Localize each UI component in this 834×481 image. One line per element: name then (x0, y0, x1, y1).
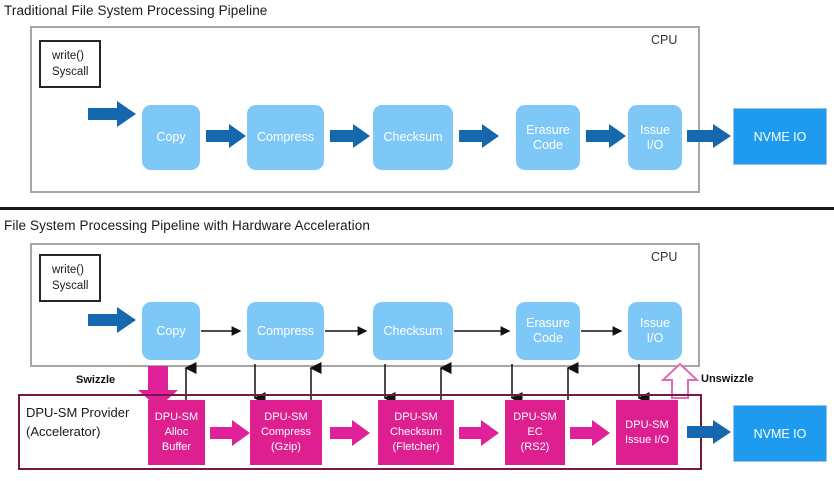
dpu-label-line-3: (Gzip) (271, 440, 301, 453)
dpu-provider-label: DPU-SM Provider (Accelerator) (26, 404, 129, 442)
stage-arrow-2-traditional (330, 124, 370, 148)
stage-label-line-2: I/O (646, 137, 664, 152)
dpu-label-line-3: Buffer (161, 440, 192, 453)
stage-label: Compress (257, 130, 314, 144)
entry-arrow-traditional (88, 101, 136, 127)
stage-label-line-2: Code (533, 331, 563, 345)
nvme-io-box-accelerated[interactable]: NVME IO (733, 405, 827, 462)
stage-issue-io-traditional[interactable]: Issue I/O (628, 105, 682, 170)
dpu-label-line-1: DPU-SM (513, 411, 557, 424)
dpu-label-line-2: Alloc (164, 426, 189, 439)
stage-copy-traditional[interactable]: Copy (142, 105, 200, 170)
unswizzle-label: Unswizzle (701, 373, 754, 385)
syscall-box-accelerated: write() Syscall (39, 254, 101, 302)
stage-label-line-1: Issue (640, 122, 670, 137)
dpu-compress-block[interactable]: DPU-SM Compress (Gzip) (250, 400, 322, 465)
stage-erasure-code-accelerated[interactable]: Erasure Code (516, 302, 580, 360)
section-divider (0, 207, 834, 210)
cpu-frame-traditional (30, 26, 700, 193)
dpu-provider-label-line-2: (Accelerator) (26, 423, 101, 439)
syscall-line-1: write() (52, 50, 84, 62)
stage-label-line-2: Code (533, 137, 563, 152)
stage-compress-accelerated[interactable]: Compress (247, 302, 324, 360)
stage-arrow-1-traditional (206, 124, 246, 148)
dpu-issue-io-block[interactable]: DPU-SM Issue I/O (616, 400, 678, 465)
nvme-arrow-traditional (687, 124, 731, 148)
dpu-label-line-1: DPU-SM (625, 418, 669, 431)
stage-label-line-1: Erasure (526, 122, 570, 137)
dpu-arrow-4 (570, 420, 610, 446)
nvme-arrow-accelerated (687, 420, 731, 444)
stage-copy-accelerated[interactable]: Copy (142, 302, 200, 360)
dpu-arrow-3 (459, 420, 499, 446)
dpu-provider-label-line-1: DPU-SM Provider (26, 405, 130, 420)
stage-arrow-3-traditional (459, 124, 499, 148)
nvme-label: NVME IO (753, 426, 807, 441)
syscall-box-traditional: write() Syscall (39, 40, 101, 88)
dpu-label-line-2: Compress (260, 426, 312, 439)
cpu-label-traditional: CPU (651, 33, 678, 47)
cpu-frame-accelerated (30, 243, 700, 367)
stage-label: Copy (156, 323, 186, 338)
dpu-label-line-3: (Fletcher) (392, 440, 440, 453)
swizzle-arrow (138, 366, 178, 408)
stage-compress-traditional[interactable]: Compress (247, 105, 324, 170)
stage-label-line-1: Issue (640, 316, 670, 330)
stage-label: Checksum (383, 323, 443, 338)
dpu-alloc-buffer-block[interactable]: DPU-SM Alloc Buffer (148, 400, 205, 465)
stage-label: Compress (257, 323, 314, 338)
stage-issue-io-accelerated[interactable]: Issue I/O (628, 302, 682, 360)
stage-label-line-1: Erasure (526, 316, 570, 330)
dpu-label-line-2: EC (527, 426, 543, 439)
dpu-checksum-block[interactable]: DPU-SM Checksum (Fletcher) (378, 400, 454, 465)
dpu-arrow-2 (330, 420, 370, 446)
stage-erasure-code-traditional[interactable]: Erasure Code (516, 105, 580, 170)
entry-arrow-accelerated (88, 307, 136, 333)
stage-label-line-2: I/O (646, 331, 664, 345)
dpu-label-line-2: Issue I/O (624, 433, 670, 446)
dpu-label-line-1: DPU-SM (154, 411, 199, 424)
stage-checksum-traditional[interactable]: Checksum (373, 105, 453, 170)
stage-arrow-4-traditional (586, 124, 626, 148)
syscall-line-2: Syscall (52, 279, 89, 292)
syscall-line-2: Syscall (52, 65, 89, 78)
swizzle-label: Swizzle (76, 374, 116, 386)
dpu-arrow-1 (210, 420, 250, 446)
stage-label: Checksum (383, 130, 443, 144)
section-title-traditional: Traditional File System Processing Pipel… (4, 3, 268, 18)
syscall-line-1: write() (52, 264, 84, 276)
section-title-accelerated: File System Processing Pipeline with Har… (4, 218, 370, 233)
stage-label: Copy (156, 130, 186, 144)
dpu-label-line-2: Checksum (390, 426, 442, 439)
cpu-label-accelerated: CPU (651, 250, 678, 264)
dpu-ec-block[interactable]: DPU-SM EC (RS2) (505, 400, 565, 465)
unswizzle-arrow (660, 362, 700, 399)
dpu-label-line-3: (RS2) (520, 440, 550, 453)
nvme-label: NVME IO (753, 129, 807, 144)
dpu-label-line-1: DPU-SM (394, 411, 438, 424)
stage-checksum-accelerated[interactable]: Checksum (373, 302, 453, 360)
nvme-io-box-traditional[interactable]: NVME IO (733, 108, 827, 165)
dpu-label-line-1: DPU-SM (264, 411, 308, 424)
